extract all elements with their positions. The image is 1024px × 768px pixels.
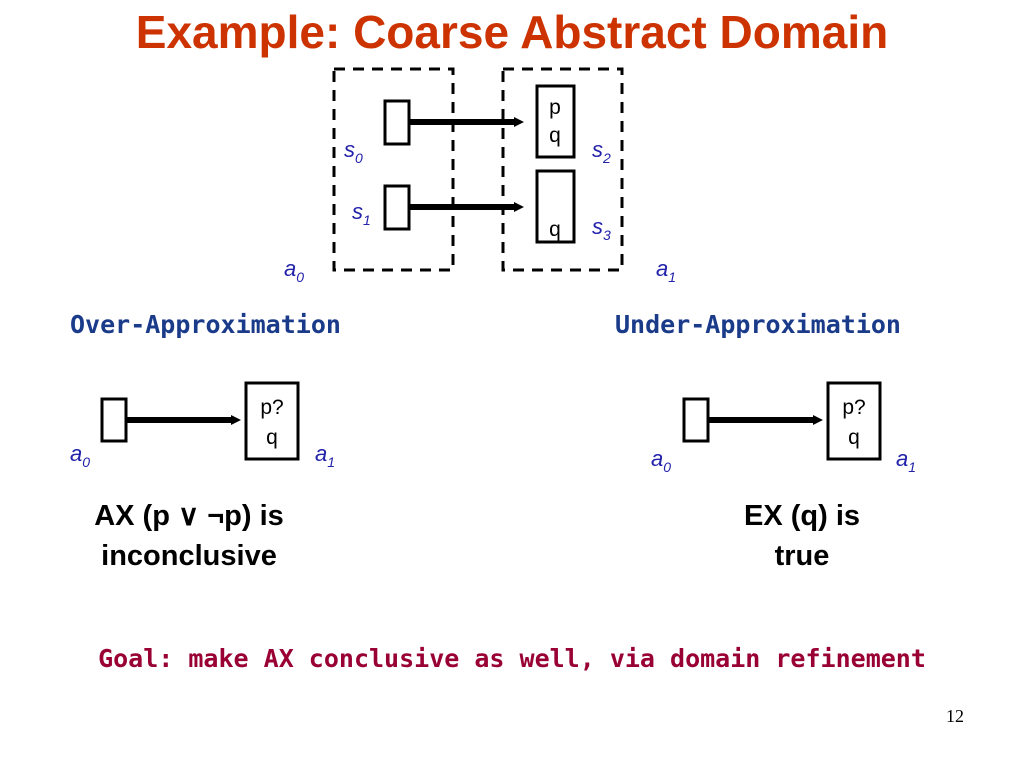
label-s0: s0 [344,137,363,166]
state-s3-prop-1: q [549,218,561,241]
label-s1: s1 [352,199,371,228]
over-approximation-heading: Over-Approximation [70,310,341,339]
state-s0 [383,99,411,146]
over-statement-line-2: inconclusive [101,540,277,572]
over-target-prop-1: p? [260,396,283,419]
under-source-state [682,397,710,443]
abstract-state-a1-box [501,67,624,272]
under-statement-line-2: true [774,540,830,572]
state-s3 [535,169,576,244]
state-s2-prop-1: p [549,96,561,119]
under-approximation-heading: Under-Approximation [615,310,901,339]
label-s3: s3 [592,214,611,243]
under-statement: EX (q) is true [662,496,942,576]
abstract-state-a0-box [332,67,455,272]
label-a0-top: a0 [284,256,304,285]
over-label-a1: a1 [315,441,335,470]
state-s1 [383,184,411,231]
over-source-state [100,397,128,443]
over-target-state [244,381,300,461]
state-s2-prop-2: q [549,124,561,147]
under-label-a0: a0 [651,446,671,475]
state-s2 [535,84,576,159]
over-target-prop-2: q [266,426,278,449]
over-label-a0: a0 [70,441,90,470]
under-target-prop-1: p? [842,396,865,419]
page-number: 12 [946,706,964,726]
under-statement-line-1: EX (q) is [743,500,860,532]
over-statement: AX (p ∨ ¬p) is inconclusive [34,496,344,576]
under-target-prop-2: q [848,426,860,449]
goal-statement: Goal: make AX conclusive as well, via do… [98,644,926,673]
under-label-a1: a1 [896,446,916,475]
over-statement-line-1: AX (p ∨ ¬p) is [94,500,284,532]
slide-title: Example: Coarse Abstract Domain [135,6,889,58]
under-target-state [826,381,882,461]
label-s2: s2 [592,137,611,166]
label-a1-top: a1 [656,256,676,285]
